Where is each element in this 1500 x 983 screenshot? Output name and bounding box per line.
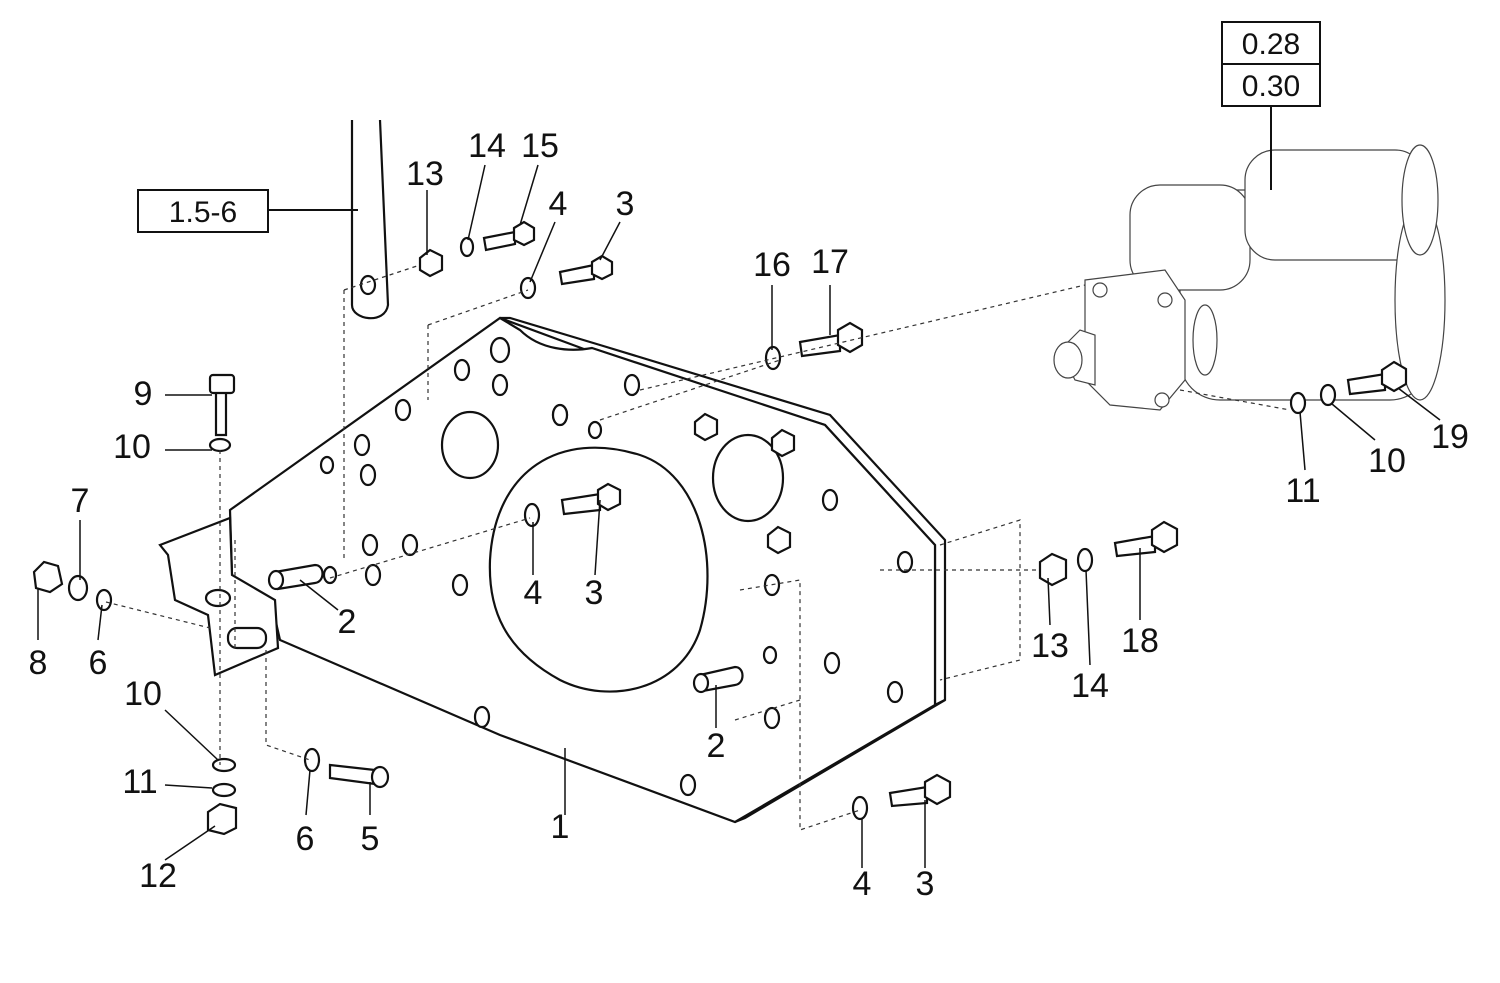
callout-2: 2 (707, 727, 726, 765)
ref-box-label: 1.5-6 (169, 196, 237, 229)
callout-4: 4 (853, 865, 872, 903)
callout-5: 5 (361, 820, 380, 858)
callout-13: 13 (1031, 627, 1069, 665)
fasteners (32, 220, 1408, 836)
callout-4: 4 (549, 185, 568, 223)
callout-19: 19 (1431, 418, 1469, 456)
callout-3: 3 (916, 865, 935, 903)
angle-bracket (158, 516, 280, 677)
callout-6: 6 (296, 820, 315, 858)
callout-8: 8 (29, 644, 48, 682)
callout-3: 3 (616, 185, 635, 223)
callout-14: 14 (468, 127, 506, 165)
starter-motor (1053, 144, 1446, 411)
link-arm (350, 119, 390, 320)
leader-lines (37, 164, 1441, 868)
callout-9: 9 (134, 375, 153, 413)
callout-10: 10 (1368, 442, 1406, 480)
ref-box-0-28: 0.28 (1221, 21, 1321, 65)
callout-15: 15 (521, 127, 559, 165)
callout-4: 4 (524, 574, 543, 612)
callout-11: 11 (1285, 472, 1320, 510)
callout-2: 2 (338, 603, 357, 641)
callout-11: 11 (122, 763, 157, 801)
callout-14: 14 (1071, 667, 1109, 705)
callout-6: 6 (89, 644, 108, 682)
callout-18: 18 (1121, 622, 1159, 660)
callout-1: 1 (551, 808, 570, 846)
ref-box-label: 0.30 (1242, 70, 1300, 103)
callout-12: 12 (139, 857, 177, 895)
plate-holes (319, 336, 914, 797)
callout-10: 10 (113, 428, 151, 466)
callout-10: 10 (124, 675, 162, 713)
callout-numbers: 1 2 2 3 3 3 4 4 4 5 6 6 7 8 9 10 10 10 1… (29, 127, 1469, 903)
callout-17: 17 (811, 243, 849, 281)
backing-plate (228, 316, 947, 824)
ref-box-label: 0.28 (1242, 28, 1300, 61)
ref-box-1-5-6: 1.5-6 (137, 189, 358, 233)
ref-box-0-30: 0.30 (1221, 63, 1321, 190)
callout-3: 3 (585, 574, 604, 612)
callout-16: 16 (753, 246, 791, 284)
callout-13: 13 (406, 155, 444, 193)
callout-7: 7 (71, 482, 90, 520)
assembly-lines (105, 264, 1291, 831)
